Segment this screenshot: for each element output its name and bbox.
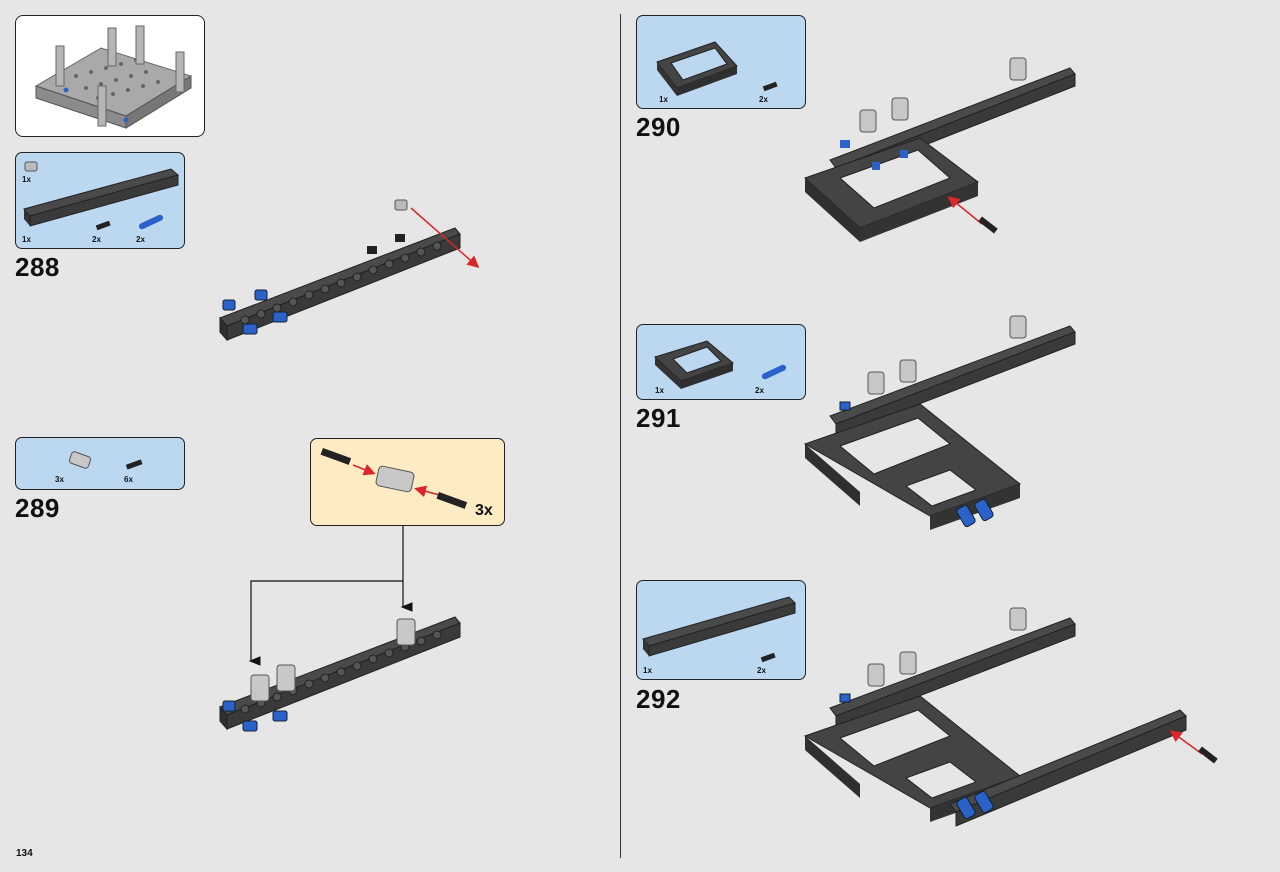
page-divider xyxy=(620,14,621,858)
page-number: 134 xyxy=(16,848,33,859)
part-qty: 1x xyxy=(655,386,664,395)
step-number: 292 xyxy=(636,684,681,714)
step-291-parts-callout: 1x 2x xyxy=(636,324,806,400)
part-qty: 6x xyxy=(124,475,133,484)
step-288-parts-callout: 1x 1x 2x 2x xyxy=(15,152,185,249)
part-qty: 2x xyxy=(755,386,764,395)
connector-grey-icon xyxy=(375,465,415,493)
model-preview-image xyxy=(15,15,205,137)
step-288-diagram xyxy=(219,199,480,342)
step-289-diagram xyxy=(219,525,461,732)
connector-grey-icon xyxy=(68,451,92,469)
part-qty: 2x xyxy=(136,235,145,244)
bush-grey-icon xyxy=(24,161,38,172)
step-number: 289 xyxy=(15,493,60,523)
step-291-diagram xyxy=(803,315,1076,530)
step-number: 290 xyxy=(636,112,681,142)
step-289-subassembly-callout: 3x xyxy=(310,438,505,526)
pin-black-icon xyxy=(95,220,111,231)
pin-black-icon xyxy=(125,459,143,470)
step-290-diagram xyxy=(804,57,1076,242)
step-292-parts-callout: 1x 2x xyxy=(636,580,806,680)
part-qty: 1x xyxy=(22,235,31,244)
axle-pin-blue-icon xyxy=(138,214,164,230)
part-qty: 1x xyxy=(643,666,652,675)
subassembly-multiplier: 3x xyxy=(475,502,493,519)
part-qty: 1x xyxy=(659,95,668,104)
beam-15-dark-icon xyxy=(23,168,180,227)
step-290-parts-callout: 1x 2x xyxy=(636,15,806,109)
part-qty: 2x xyxy=(757,666,766,675)
step-number: 288 xyxy=(15,252,60,282)
pin-black-icon xyxy=(762,81,778,92)
part-qty: 2x xyxy=(92,235,101,244)
frame-5x7-dark-icon xyxy=(656,41,738,96)
part-qty: 3x xyxy=(55,475,64,484)
pin-black-icon xyxy=(760,652,776,663)
step-292-diagram xyxy=(803,607,1218,827)
axle-pin-blue-icon xyxy=(761,364,787,380)
step-number: 291 xyxy=(636,403,681,433)
part-qty: 1x xyxy=(22,175,31,184)
part-qty: 2x xyxy=(759,95,768,104)
beam-15-dark-icon xyxy=(642,596,796,657)
step-289-parts-callout: 3x 6x xyxy=(15,437,185,490)
frame-5x7-dark-icon xyxy=(654,340,734,389)
